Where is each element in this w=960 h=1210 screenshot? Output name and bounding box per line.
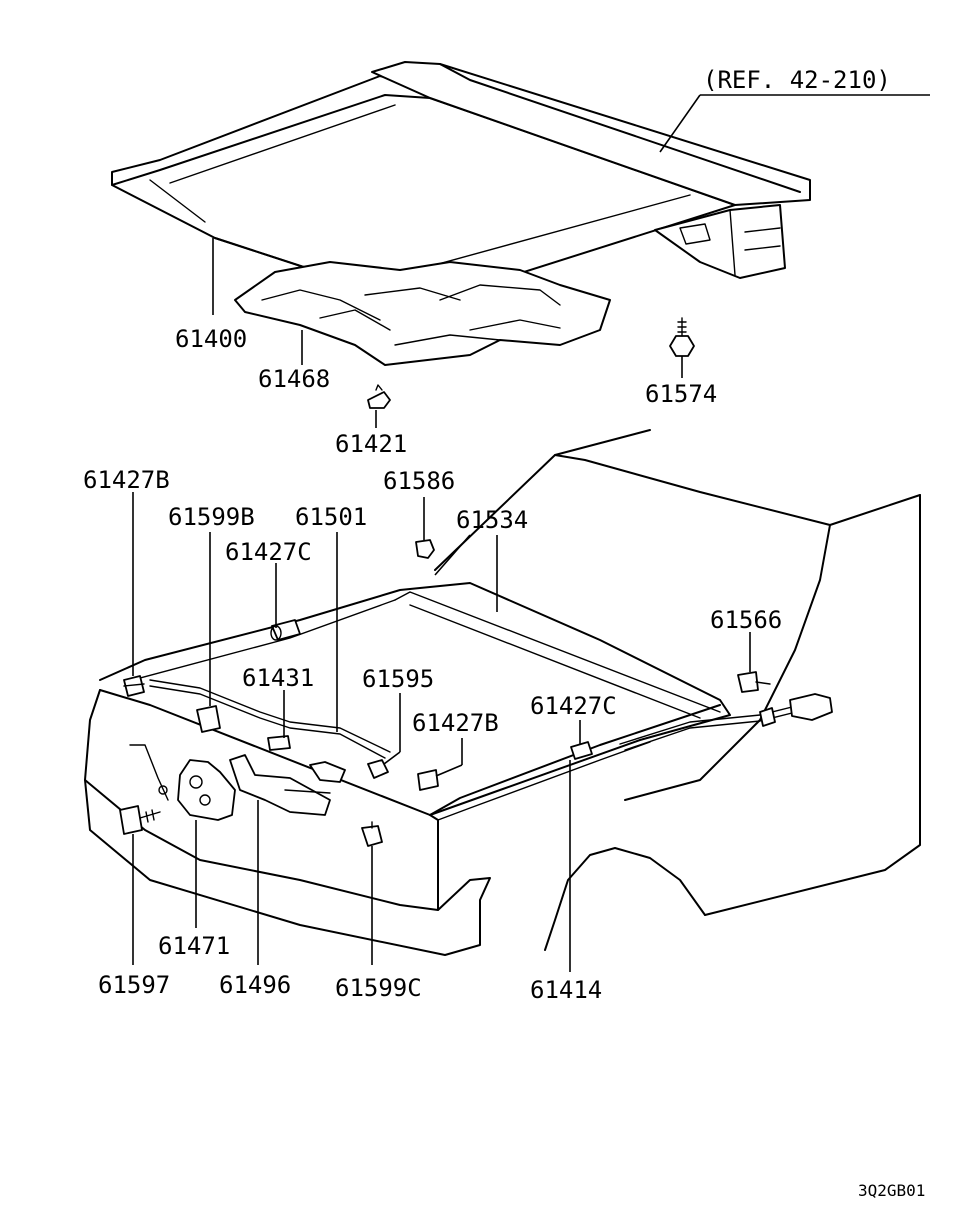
vehicle-body bbox=[84, 429, 921, 956]
label-61421: 61421 bbox=[335, 430, 407, 458]
label-61566: 61566 bbox=[710, 606, 782, 634]
label-61427B-upper: 61427B bbox=[83, 466, 170, 494]
label-61574: 61574 bbox=[645, 380, 717, 408]
label-61496: 61496 bbox=[219, 971, 291, 999]
label-61597: 61597 bbox=[98, 971, 170, 999]
ref-label: (REF. 42-210) bbox=[703, 66, 891, 94]
label-61427C-upper: 61427C bbox=[225, 538, 312, 566]
label-61414: 61414 bbox=[530, 976, 602, 1004]
small-parts bbox=[119, 317, 833, 847]
label-61468: 61468 bbox=[258, 365, 330, 393]
label-61431: 61431 bbox=[242, 664, 314, 692]
drawing-code: 3Q2GB01 bbox=[858, 1181, 925, 1200]
label-61427C-lower: 61427C bbox=[530, 692, 617, 720]
hood-panel bbox=[111, 61, 811, 306]
label-61400: 61400 bbox=[175, 325, 247, 353]
label-61599B: 61599B bbox=[168, 503, 255, 531]
hood-inner-panel bbox=[234, 261, 611, 366]
leader-lines bbox=[132, 94, 930, 972]
label-61534: 61534 bbox=[456, 506, 528, 534]
hood-lock-assembly bbox=[129, 679, 801, 821]
label-61586: 61586 bbox=[383, 467, 455, 495]
label-61599C: 61599C bbox=[335, 974, 422, 1002]
label-61427B-lower: 61427B bbox=[412, 709, 499, 737]
label-61501: 61501 bbox=[295, 503, 367, 531]
part-labels: (REF. 42-210) 61400 61468 61574 61421 61… bbox=[83, 66, 925, 1200]
label-61471: 61471 bbox=[158, 932, 230, 960]
label-61595: 61595 bbox=[362, 665, 434, 693]
